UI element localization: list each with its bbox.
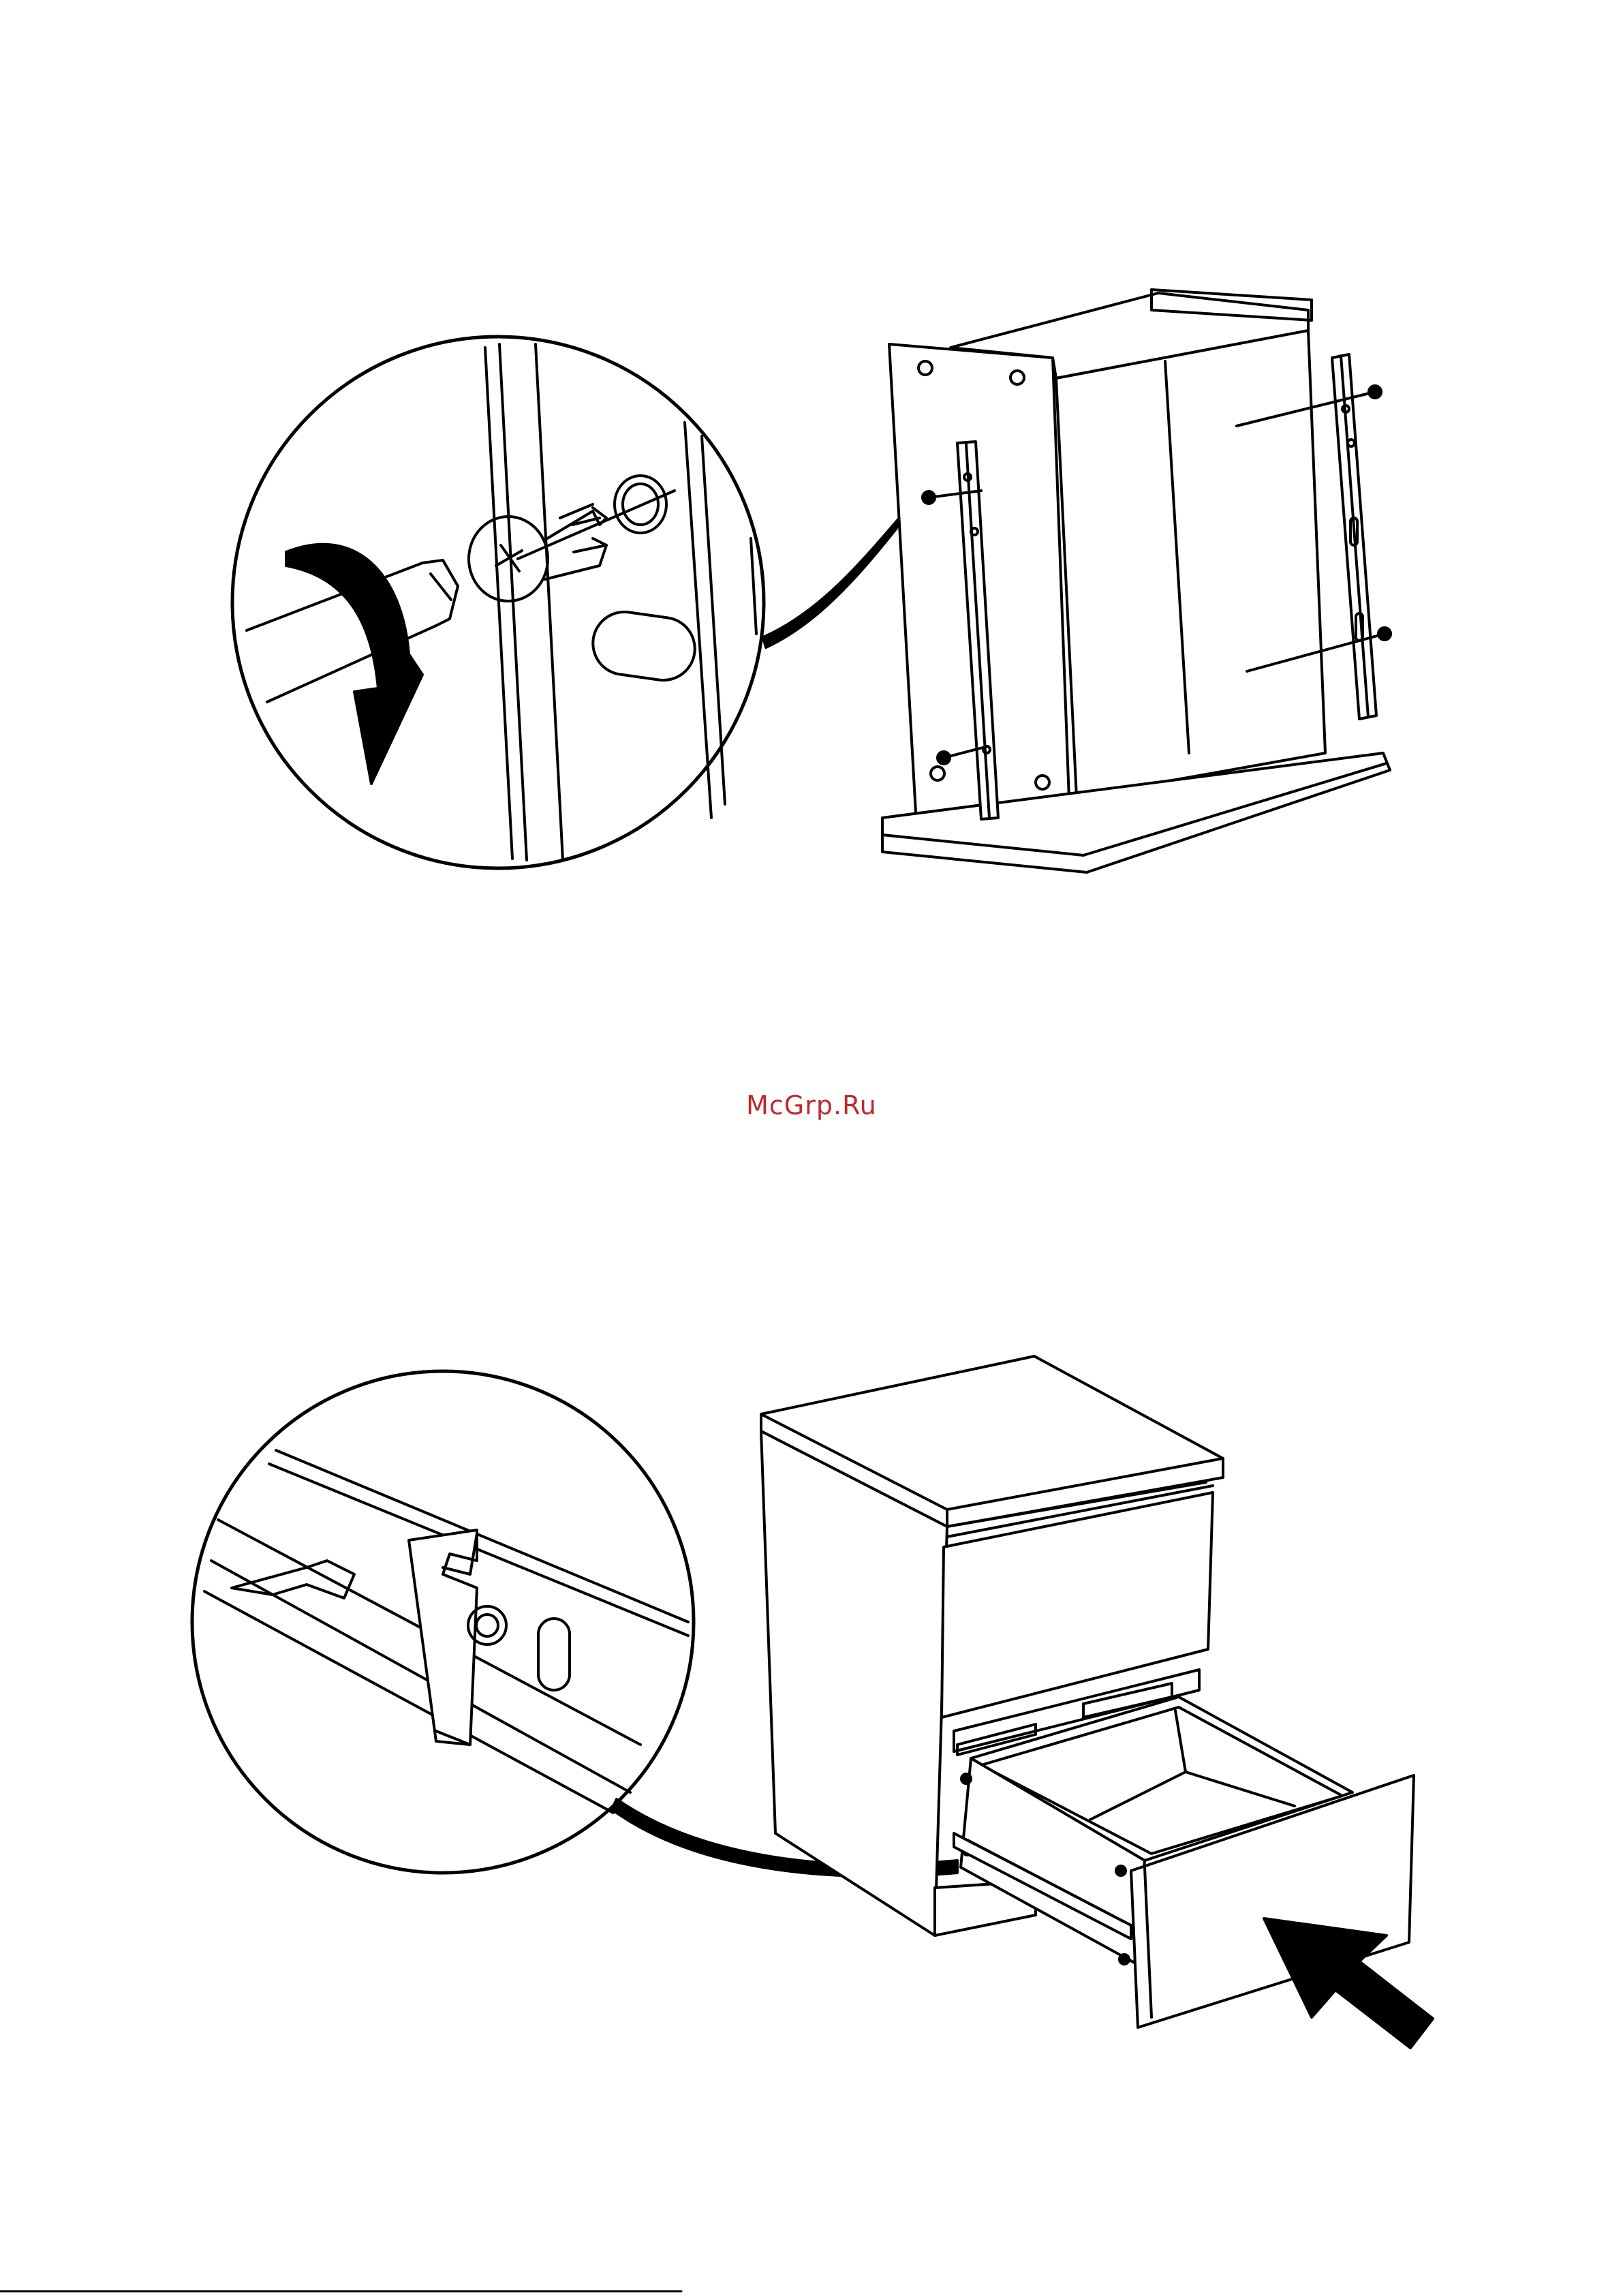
watermark-text: McGrp.Ru	[0, 1090, 1623, 1120]
connector-line-top	[763, 518, 899, 647]
cabinet-bottom	[761, 1356, 1433, 2048]
step-attach-rails	[232, 290, 1391, 872]
detail-circle-top	[232, 337, 764, 868]
screw-icon	[469, 491, 675, 601]
cabinet-carcass-top	[882, 290, 1391, 872]
rail-detail-icon	[192, 1371, 694, 1873]
step-insert-drawer	[192, 1356, 1433, 2048]
